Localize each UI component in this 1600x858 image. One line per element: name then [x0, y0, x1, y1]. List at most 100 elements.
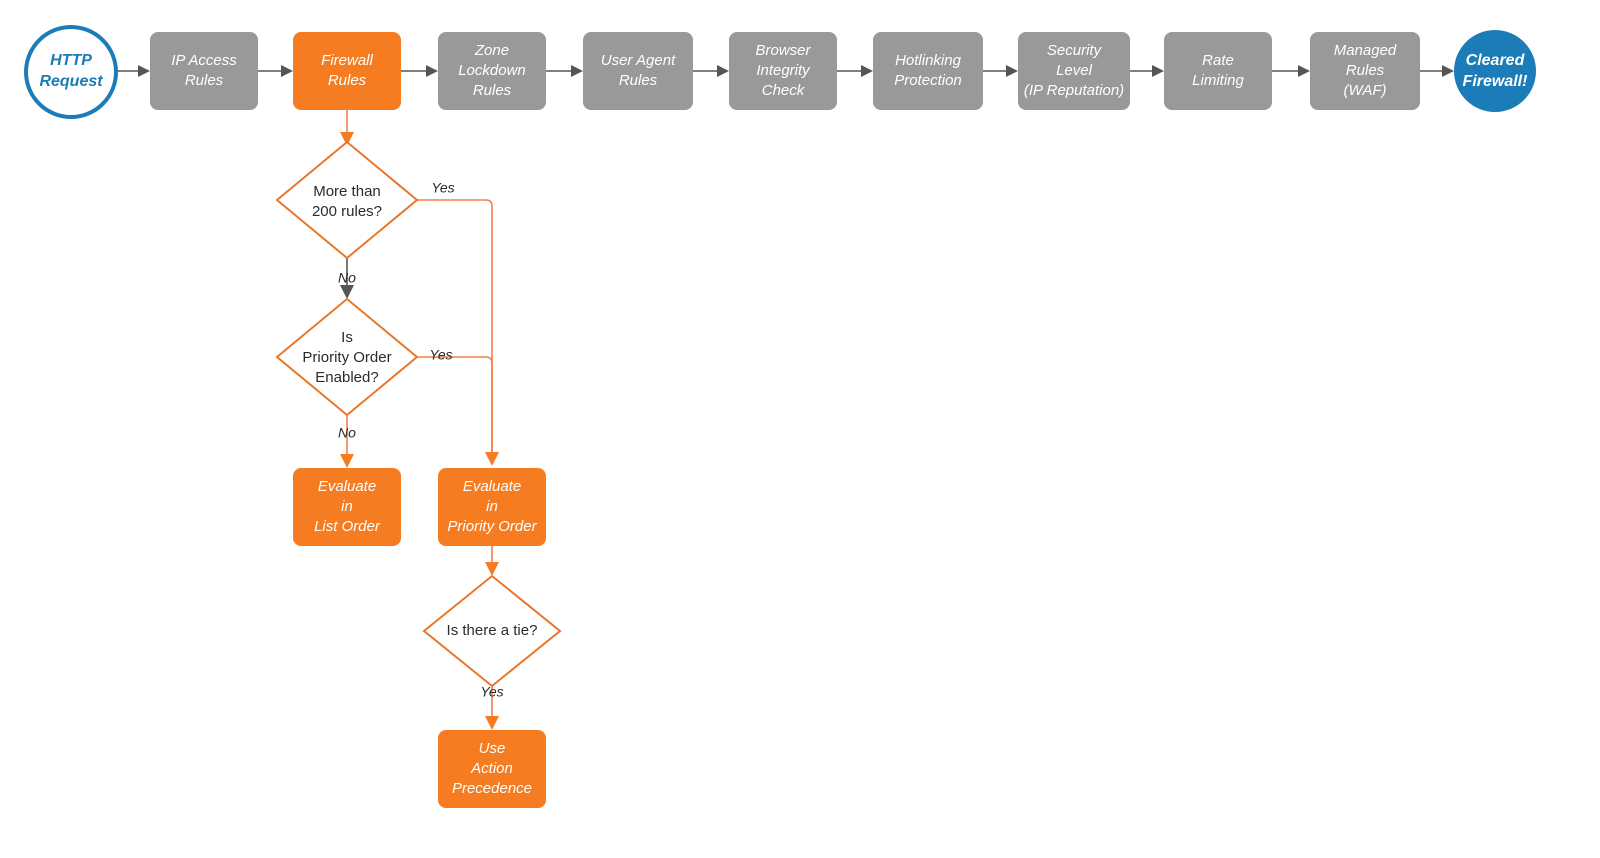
node-managed-rules-waf[interactable]: Managed Rules (WAF) — [1310, 32, 1420, 110]
browser-integrity-check-label-line-3: Check — [762, 82, 806, 99]
pipeline-connectors — [118, 65, 1454, 77]
connector-managed-rules-to-cleared — [1420, 65, 1454, 77]
node-http-request[interactable]: HTTP Request — [24, 25, 118, 119]
evaluate-in-list-order-label-line-3: List Order — [314, 518, 381, 535]
node-cleared-firewall[interactable]: Cleared Firewall! — [1454, 30, 1536, 112]
cleared-firewall-circle[interactable] — [1454, 30, 1536, 112]
firewall-rules-box[interactable] — [293, 32, 401, 110]
node-zone-lockdown-rules[interactable]: Zone Lockdown Rules — [438, 32, 546, 110]
firewall-rules-label-line-1: Firewall — [321, 52, 373, 69]
security-level-box[interactable] — [1018, 32, 1130, 110]
edge-label-yes-is-there-a-tie: Yes — [480, 684, 503, 700]
node-hotlinking-protection[interactable]: Hotlinking Protection — [873, 32, 983, 110]
connector-yes-priority-to-priority-order-box — [417, 356, 493, 452]
connector-yes-200-to-priority-order-box — [417, 199, 499, 466]
node-user-agent-rules[interactable]: User Agent Rules — [583, 32, 693, 110]
connector-yes-tie-to-action-precedence — [485, 686, 499, 730]
connector-start-to-ip-access — [118, 65, 150, 77]
http-request-circle[interactable] — [24, 25, 118, 119]
evaluate-in-list-order-label-line-2: in — [341, 498, 353, 515]
is-there-a-tie-diamond[interactable] — [422, 574, 562, 688]
evaluate-in-priority-order-label-line-2: in — [486, 498, 498, 515]
connector-firewall-to-decision-200 — [340, 110, 354, 146]
is-priority-order-enabled-label-line-3: Enabled? — [315, 369, 378, 386]
hotlinking-protection-label-line-2: Protection — [894, 72, 962, 89]
zone-lockdown-rules-label-line-1: Zone — [474, 42, 509, 59]
is-priority-order-enabled-label-line-1: Is — [341, 329, 353, 346]
browser-integrity-check-label-line-1: Browser — [755, 42, 811, 59]
use-action-precedence-label-line-2: Action — [470, 760, 513, 777]
node-decision-more-than-200-rules[interactable]: More than 200 rules? — [275, 140, 419, 260]
node-security-level[interactable]: Security Level (IP Reputation) — [1018, 32, 1130, 110]
evaluate-in-priority-order-box[interactable] — [438, 468, 546, 546]
connector-rate-limiting-to-managed-rules — [1272, 65, 1310, 77]
node-rate-limiting[interactable]: Rate Limiting — [1164, 32, 1272, 110]
is-priority-order-enabled-label-line-2: Priority Order — [302, 349, 391, 366]
evaluate-in-priority-order-label-line-1: Evaluate — [463, 478, 521, 495]
node-decision-is-there-a-tie[interactable]: Is there a tie? — [422, 574, 562, 688]
user-agent-rules-label-line-1: User Agent — [601, 52, 676, 69]
connector-security-level-to-rate-limiting — [1130, 65, 1164, 77]
connector-priority-order-to-tie-decision — [485, 546, 499, 576]
firewall-rules-label-line-2: Rules — [328, 72, 367, 89]
more-than-200-rules-diamond[interactable] — [275, 140, 419, 260]
evaluate-in-list-order-box[interactable] — [293, 468, 401, 546]
managed-rules-waf-label-line-3: (WAF) — [1343, 82, 1386, 99]
edge-label-no-more-than-200: No — [338, 270, 356, 286]
managed-rules-waf-label-line-1: Managed — [1334, 42, 1397, 59]
is-there-a-tie-label: Is there a tie? — [447, 622, 538, 639]
connector-zone-lockdown-to-user-agent — [546, 65, 583, 77]
http-request-label-line-1: HTTP — [50, 52, 92, 69]
cleared-firewall-label-line-1: Cleared — [1466, 52, 1526, 69]
node-evaluate-in-priority-order[interactable]: Evaluate in Priority Order — [438, 468, 546, 546]
rate-limiting-label-line-1: Rate — [1202, 52, 1234, 69]
security-level-label-line-3: (IP Reputation) — [1024, 82, 1124, 99]
hotlinking-protection-label-line-1: Hotlinking — [895, 52, 962, 69]
rate-limiting-label-line-2: Limiting — [1192, 72, 1244, 89]
node-use-action-precedence[interactable]: Use Action Precedence — [438, 730, 546, 808]
evaluate-in-list-order-label-line-1: Evaluate — [318, 478, 376, 495]
user-agent-rules-box[interactable] — [583, 32, 693, 110]
branch-connectors — [340, 110, 499, 730]
use-action-precedence-label-line-3: Precedence — [452, 780, 532, 797]
cleared-firewall-label-line-2: Firewall! — [1463, 73, 1529, 90]
node-ip-access-rules[interactable]: IP Access Rules — [150, 32, 258, 110]
connector-browser-integrity-to-hotlinking — [837, 65, 873, 77]
zone-lockdown-rules-box[interactable] — [438, 32, 546, 110]
ip-access-rules-box[interactable] — [150, 32, 258, 110]
connector-no-priority-to-list-order — [340, 415, 354, 468]
ip-access-rules-label-line-2: Rules — [185, 72, 224, 89]
more-than-200-rules-label-line-1: More than — [313, 183, 381, 200]
managed-rules-waf-box[interactable] — [1310, 32, 1420, 110]
is-priority-order-enabled-diamond[interactable] — [275, 297, 419, 417]
use-action-precedence-box[interactable] — [438, 730, 546, 808]
edge-label-yes-priority-order: Yes — [429, 347, 452, 363]
node-evaluate-in-list-order[interactable]: Evaluate in List Order — [293, 468, 401, 546]
edge-label-yes-more-than-200: Yes — [431, 180, 454, 196]
use-action-precedence-label-line-1: Use — [479, 740, 506, 757]
http-request-label-line-2: Request — [39, 73, 103, 90]
browser-integrity-check-box[interactable] — [729, 32, 837, 110]
managed-rules-waf-label-line-2: Rules — [1346, 62, 1385, 79]
zone-lockdown-rules-label-line-3: Rules — [473, 82, 512, 99]
security-level-label-line-1: Security — [1047, 42, 1103, 59]
node-decision-is-priority-order-enabled[interactable]: Is Priority Order Enabled? — [275, 297, 419, 417]
more-than-200-rules-label-line-2: 200 rules? — [312, 203, 382, 220]
edge-labels: Yes No Yes No Yes — [338, 180, 504, 700]
connector-no-200-to-priority-decision — [340, 258, 354, 299]
rate-limiting-box[interactable] — [1164, 32, 1272, 110]
node-browser-integrity-check[interactable]: Browser Integrity Check — [729, 32, 837, 110]
ip-access-rules-label-line-1: IP Access — [171, 52, 237, 69]
connector-firewall-to-zone-lockdown — [401, 65, 438, 77]
evaluate-in-priority-order-label-line-3: Priority Order — [447, 518, 537, 535]
hotlinking-protection-box[interactable] — [873, 32, 983, 110]
connector-hotlinking-to-security-level — [983, 65, 1018, 77]
connector-ip-access-to-firewall — [258, 65, 293, 77]
connector-user-agent-to-browser-integrity — [693, 65, 729, 77]
node-firewall-rules[interactable]: Firewall Rules — [293, 32, 401, 110]
edge-label-no-priority-order: No — [338, 425, 356, 441]
user-agent-rules-label-line-2: Rules — [619, 72, 658, 89]
browser-integrity-check-label-line-2: Integrity — [756, 62, 811, 79]
